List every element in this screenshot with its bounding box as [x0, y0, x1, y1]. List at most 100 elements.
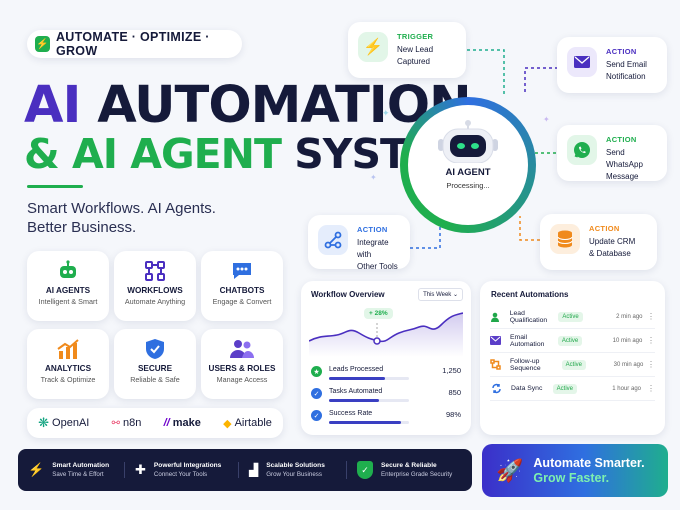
- check-icon: ★: [311, 366, 322, 377]
- headline-line1: AI AUTOMATION: [24, 80, 472, 131]
- headline-agent: & AI AGENT: [24, 130, 282, 178]
- lightning-icon: ⚡: [358, 32, 388, 62]
- check-icon: ✓: [311, 410, 322, 421]
- change-badge: + 28%: [364, 308, 393, 319]
- rocket-icon: 🚀: [496, 457, 524, 483]
- users-icon: [201, 337, 283, 361]
- lightning-icon: ⚡: [28, 462, 45, 477]
- partner-logos: ❋OpenAI ⚯n8n //make ◆Airtable: [27, 408, 283, 438]
- robot-icon: [436, 119, 500, 164]
- tagline-pill: ⚡ AUTOMATE · OPTIMIZE · GROW: [27, 30, 242, 58]
- cta-line2: Grow Faster.: [533, 470, 610, 485]
- shield-check-icon: ✓: [357, 461, 373, 479]
- more-options-icon[interactable]: ⋮: [647, 384, 655, 393]
- more-options-icon[interactable]: ⋮: [647, 336, 655, 345]
- airtable-logo-icon: ◆: [223, 417, 232, 430]
- partner-make: //make: [163, 417, 201, 429]
- cta-line1: Automate Smarter.: [533, 455, 645, 470]
- sequence-icon: [490, 359, 501, 371]
- make-logo-icon: //: [163, 417, 170, 429]
- timestamp: 30 min ago: [613, 361, 644, 368]
- chat-icon: [201, 259, 283, 283]
- status-badge: Active: [552, 383, 577, 394]
- ai-agent-core: AI AGENT Processing...: [408, 105, 528, 225]
- sparkle-icon: ✦: [543, 115, 550, 124]
- tagline: AUTOMATE · OPTIMIZE · GROW: [55, 30, 210, 58]
- more-options-icon[interactable]: ⋮: [647, 312, 656, 321]
- recent-row[interactable]: Data Sync Active 1 hour ago ⋮: [490, 377, 655, 401]
- ai-agent-ring: AI AGENT Processing...: [400, 97, 536, 233]
- recent-title: Recent Automations: [491, 290, 569, 299]
- timestamp: 2 min ago: [616, 313, 643, 320]
- sync-icon: [490, 383, 502, 395]
- shield-icon: [114, 337, 196, 361]
- database-icon: [550, 224, 580, 254]
- sparkle-icon: ✦: [382, 108, 390, 118]
- growth-chart-icon: ▟: [249, 463, 259, 477]
- puzzle-icon: ✚: [135, 462, 146, 477]
- partner-n8n: ⚯n8n: [111, 417, 142, 429]
- recent-row[interactable]: Email Automation Active 10 min ago ⋮: [490, 329, 655, 353]
- headline-ai: AI: [24, 76, 81, 135]
- progress-fill: [329, 421, 401, 424]
- automation-name: Follow-up Sequence: [510, 357, 541, 372]
- progress-bar: [329, 399, 409, 402]
- partner-openai: ❋OpenAI: [38, 415, 90, 430]
- whatsapp-icon: [567, 135, 597, 165]
- recent-row[interactable]: Follow-up Sequence Active 30 min ago ⋮: [490, 353, 655, 377]
- robot-icon: [27, 259, 109, 283]
- timestamp: 10 min ago: [612, 337, 643, 344]
- progress-fill: [329, 377, 385, 380]
- workflow-icon: [114, 259, 196, 283]
- cta-banner[interactable]: 🚀 Automate Smarter. Grow Faster.: [482, 444, 668, 497]
- range-select[interactable]: This Week ⌄: [418, 288, 463, 301]
- check-icon: ✓: [311, 388, 322, 399]
- title-underline: [27, 185, 83, 188]
- automation-name: Data Sync: [511, 385, 543, 392]
- recent-automations-panel: Recent Automations Lead Qualification Ac…: [480, 281, 665, 435]
- chart-icon: [27, 337, 109, 361]
- workflow-overview-panel: Workflow Overview This Week ⌄ + 28% ★Lea…: [301, 281, 471, 435]
- timestamp: 1 hour ago: [612, 385, 641, 392]
- chevron-down-icon: ⌄: [452, 292, 458, 298]
- headline-automation: AUTOMATION: [97, 76, 472, 135]
- partner-airtable: ◆Airtable: [223, 417, 272, 430]
- status-badge: Active: [557, 335, 583, 346]
- automation-name: Lead Qualification: [509, 309, 548, 324]
- trend-chart: [309, 312, 463, 357]
- n8n-logo-icon: ⚯: [111, 417, 120, 429]
- workflow-title: Workflow Overview: [311, 290, 385, 299]
- progress-bar: [329, 377, 409, 380]
- progress-fill: [329, 399, 379, 402]
- recent-row[interactable]: Lead Qualification Active 2 min ago ⋮: [490, 305, 655, 329]
- subtitle: Smart Workflows. AI Agents. Better Busin…: [27, 200, 216, 236]
- status-badge: Active: [561, 359, 586, 370]
- lightning-icon: ⚡: [35, 36, 50, 52]
- more-options-icon[interactable]: ⋮: [647, 360, 656, 369]
- openai-logo-icon: ❋: [38, 415, 50, 430]
- integration-icon: [318, 225, 348, 255]
- agent-title: AI AGENT: [445, 167, 491, 178]
- mail-icon: [567, 47, 597, 77]
- progress-bar: [329, 421, 409, 424]
- status-badge: Active: [558, 311, 583, 322]
- sparkle-icon: ✦: [370, 173, 377, 182]
- person-icon: [490, 311, 501, 323]
